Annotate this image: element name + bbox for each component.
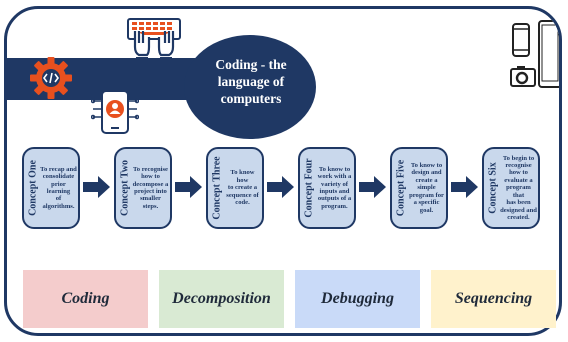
flow-arrow	[83, 176, 110, 198]
tag-coding: Coding	[23, 270, 148, 328]
concept-label: Concept Six	[487, 162, 498, 214]
flow-arrow	[451, 176, 478, 198]
concept-label: Concept Two	[119, 159, 130, 217]
camera-icon	[510, 66, 536, 87]
concept-label: Concept Five	[395, 159, 406, 217]
concept-label: Concept Four	[303, 158, 314, 218]
title-line: Coding - the	[215, 57, 287, 72]
flow-arrow	[267, 176, 294, 198]
tablet-icon	[538, 20, 559, 88]
flow-arrow	[359, 176, 386, 198]
concept-label: Concept One	[27, 160, 38, 216]
tag-sequencing: Sequencing	[431, 270, 556, 328]
title-line: computers	[220, 91, 282, 106]
keyboard-hands-icon	[127, 18, 181, 65]
tag-debugging: Debugging	[295, 270, 420, 328]
page-title: Coding - the language of computers	[195, 56, 307, 107]
tag-decomposition: Decomposition	[159, 270, 284, 328]
tablet-user-icon	[91, 90, 139, 134]
gear-code-icon	[30, 57, 72, 99]
smartphone-icon	[512, 23, 530, 57]
title-banner-circle	[184, 35, 316, 139]
title-line: language of	[217, 74, 285, 89]
flow-arrow	[175, 176, 202, 198]
concept-label: Concept Three	[211, 156, 222, 220]
